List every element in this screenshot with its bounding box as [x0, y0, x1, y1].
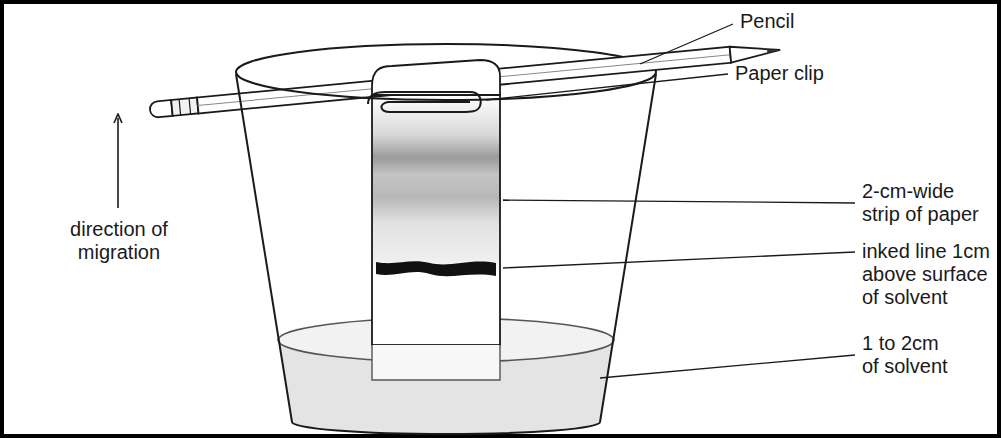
- cup-wall: [236, 74, 292, 422]
- callout-label: 2-cm-wide strip of paper: [862, 180, 992, 226]
- leader-line: [503, 200, 855, 203]
- pencil: [149, 42, 781, 118]
- cup-wall: [600, 74, 656, 422]
- direction-arrow: [117, 118, 119, 208]
- paper-strip: [372, 95, 500, 345]
- ink-line: [376, 261, 496, 276]
- leader-line: [640, 24, 733, 64]
- paper-clip: [368, 92, 481, 112]
- callout-label: Pencil: [740, 10, 794, 33]
- callout-label: direction of migration: [58, 218, 180, 264]
- leader-line: [600, 355, 855, 378]
- leader-line: [503, 252, 855, 268]
- cup-bottom: [292, 422, 600, 434]
- paper-strip-in-solvent: [372, 345, 500, 380]
- strip-fold: [372, 60, 500, 95]
- cup-rim-front: [236, 72, 656, 100]
- callout-label: 1 to 2cm of solvent: [862, 332, 954, 378]
- callout-label: Paper clip: [735, 62, 824, 85]
- leader-line: [486, 74, 728, 100]
- callout-label: inked line 1cm above surface of solvent: [862, 240, 994, 309]
